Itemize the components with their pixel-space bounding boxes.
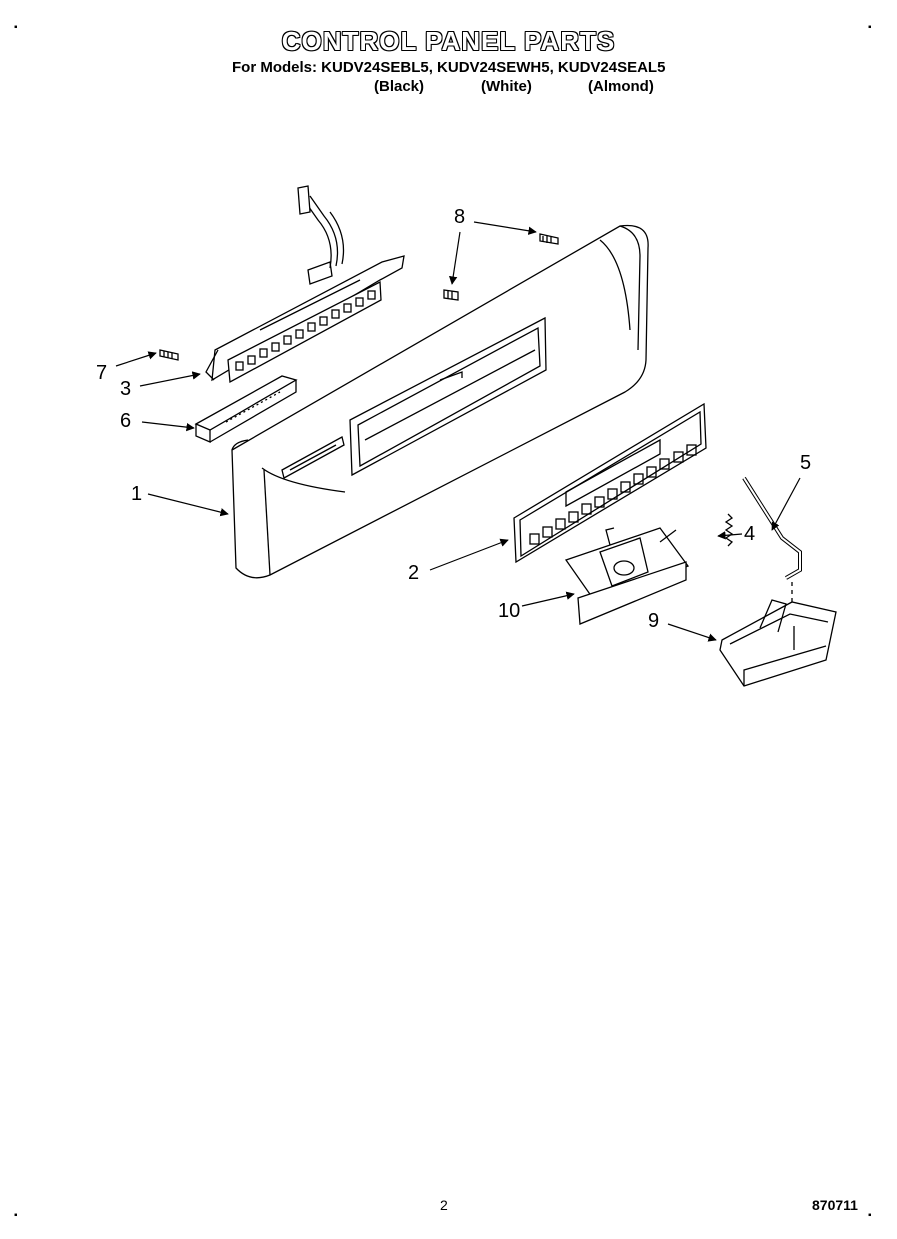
- variant-white: (White): [481, 78, 532, 95]
- callout-3: 3: [120, 378, 132, 400]
- callout-4: 4: [744, 523, 756, 545]
- registration-mark: ▪: [14, 22, 18, 33]
- callout-2: 2: [408, 562, 420, 584]
- callout-6: 6: [120, 410, 132, 432]
- registration-mark: ▪: [868, 22, 872, 33]
- variant-black: (Black): [374, 78, 425, 95]
- callout-9: 9: [648, 610, 660, 632]
- callout-5: 5: [800, 452, 812, 474]
- registration-mark: ▪: [868, 1210, 872, 1221]
- callout-leaders: [115, 221, 801, 642]
- keypad-overlay-part-2: [513, 402, 707, 564]
- spring-part-4: [724, 513, 734, 547]
- door-latch-part-10: [564, 527, 690, 625]
- document-code: 870711: [812, 1197, 858, 1213]
- page-number: 2: [440, 1197, 448, 1213]
- callout-8: 8: [454, 206, 466, 228]
- screw-part-7: [159, 349, 179, 361]
- page-title: CONTROL PANEL PARTS: [281, 26, 616, 56]
- registration-mark: ▪: [14, 1210, 18, 1221]
- screw-part-8: [443, 233, 559, 301]
- callout-1: 1: [131, 483, 143, 505]
- models-line: For Models: KUDV24SEBL5, KUDV24SEWH5, KU…: [232, 59, 666, 76]
- callout-7: 7: [96, 362, 108, 384]
- circuit-board-part-3: [205, 185, 405, 384]
- foam-strip-part-6: [194, 375, 298, 443]
- variant-almond: (Almond): [588, 78, 654, 95]
- control-panel-part-1: [231, 224, 649, 579]
- latch-handle-part-9: [719, 599, 837, 687]
- callout-10: 10: [498, 600, 521, 622]
